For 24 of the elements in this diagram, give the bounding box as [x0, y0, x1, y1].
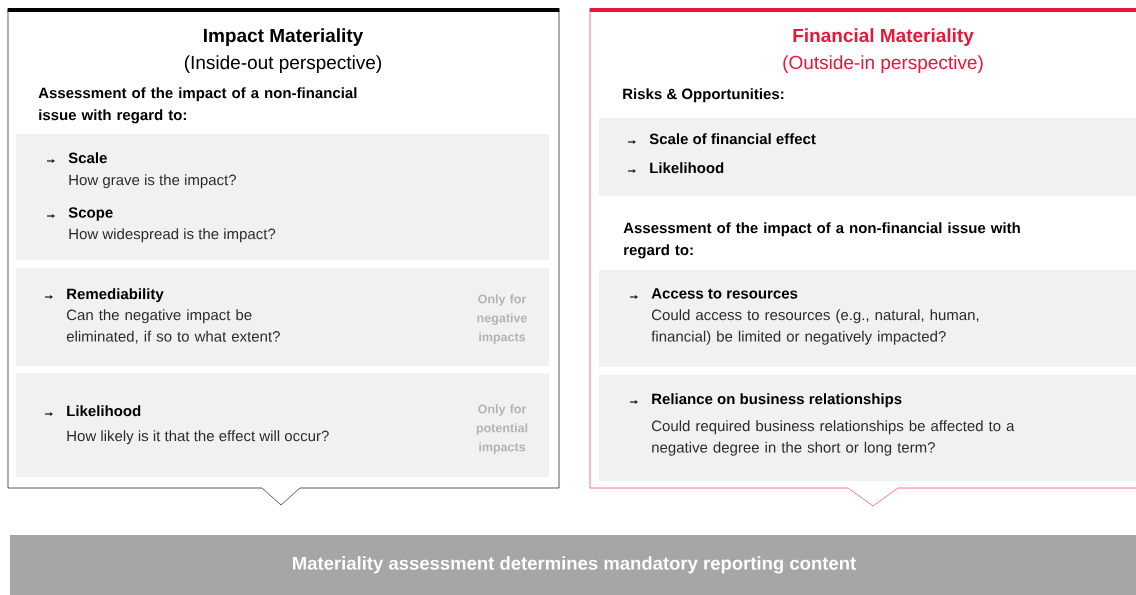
item-description: How widespread is the impact? — [69, 228, 276, 243]
item-heading: Scale of financial effect — [649, 133, 816, 145]
item-heading: Scale — [68, 152, 107, 164]
panel-title: Impact Materiality — [204, 28, 364, 46]
item-description: Could required business relationships be affected to a negative degree in the short or long term? — [651, 420, 1015, 456]
item-description: Can the negative impact be eliminated, if so to what extent? — [66, 309, 280, 344]
item-heading: Remediability — [67, 288, 164, 303]
item-heading: Likelihood — [67, 405, 141, 417]
item-description: How grave is the impact? — [69, 174, 236, 189]
item-heading: Reliance on business relationships — [652, 393, 902, 408]
banner-text: Materiality assessment determines mandatory reporting content — [293, 556, 856, 574]
item-description: Could access to resources (e.g., natural, human, financial) be limited or negatively impacted? — [651, 309, 979, 345]
side-note: Only for negative impacts — [477, 294, 527, 344]
panel-subtitle: (Outside-in perspective) — [783, 55, 983, 73]
section-heading: Risks & Opportunities: — [623, 88, 784, 103]
item-heading: Access to resources — [651, 288, 798, 299]
item-heading: Likelihood — [650, 162, 724, 174]
panel-title: Financial Materiality — [793, 28, 974, 46]
panel-subtitle: (Inside-out perspective) — [184, 55, 382, 73]
side-note: Only for potential impacts — [476, 404, 528, 454]
item-heading: Scope — [68, 207, 113, 221]
section-heading: Assessment of the impact of a non-financial issue with regard to: — [623, 222, 1020, 259]
item-description: How likely is it that the effect will occur? — [67, 430, 329, 445]
section-heading: Assessment of the impact of a non-financial issue with regard to: — [38, 87, 357, 124]
